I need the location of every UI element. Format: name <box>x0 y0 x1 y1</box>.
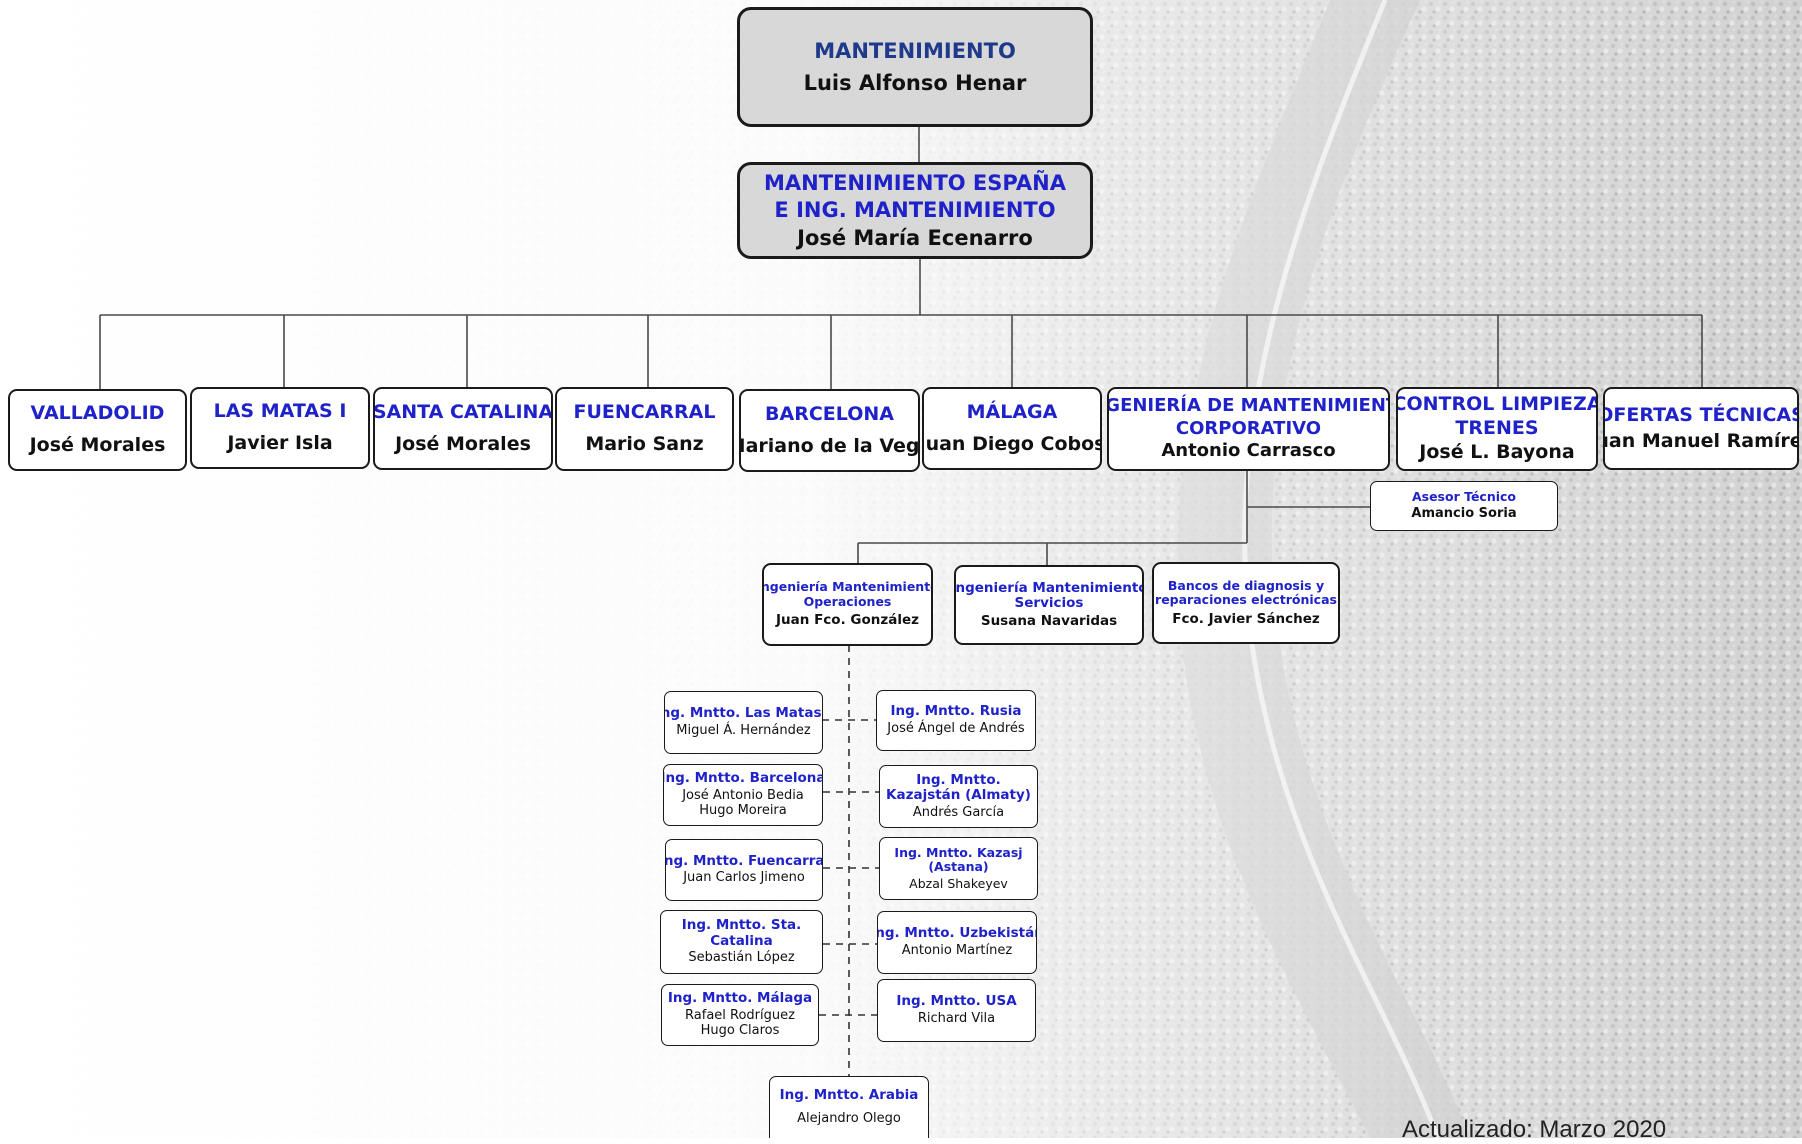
node-person: Abzal Shakeyev <box>909 875 1008 891</box>
node-person: Antonio Carrasco <box>1161 440 1336 462</box>
node-title-line-1: CONTROL LIMPIEZA <box>1396 393 1598 416</box>
node-person: Luis Alfonso Henar <box>803 71 1027 95</box>
node-person: Antonio Martínez <box>901 942 1013 958</box>
node-title: LAS MATAS I <box>213 400 347 423</box>
node-title: SANTA CATALINA <box>373 400 553 423</box>
node-bancos-diagnosis: Bancos de diagnosis y reparaciones elect… <box>1152 562 1340 644</box>
node-ingenieria-mantenimiento-operaciones: Ingeniería Mantenimiento Operaciones Jua… <box>762 563 933 646</box>
node-person: Juan Carlos Jimeno <box>683 870 805 886</box>
node-mantenimiento: MANTENIMIENTO Luis Alfonso Henar <box>737 7 1093 127</box>
node-ing-mntto-usa: Ing. Mntto. USA Richard Vila <box>877 979 1036 1042</box>
node-ingenieria-mantenimiento-corporativo: INGENIERÍA DE MANTENIMIENTO CORPORATIVO … <box>1107 387 1390 471</box>
node-ofertas-tecnicas: OFERTAS TÉCNICAS Juan Manuel Ramírez <box>1603 387 1799 470</box>
node-person: José L. Bayona <box>1419 440 1575 463</box>
node-person: Fco. Javier Sánchez <box>1172 610 1320 627</box>
node-title-line-1: Ing. Mntto. Kazasj <box>894 844 1023 860</box>
node-person: José Antonio Bedia <box>682 787 804 803</box>
node-person: Miguel Á. Hernández <box>676 722 811 738</box>
node-person: Hugo Moreira <box>699 802 787 818</box>
node-person: Amancio Soria <box>1411 505 1517 521</box>
node-title: Ing. Mntto. Rusia <box>890 703 1022 720</box>
node-fuencarral: FUENCARRAL Mario Sanz <box>555 387 734 471</box>
node-ingenieria-mantenimiento-servicios: Ingeniería Mantenimiento Servicios Susan… <box>954 565 1144 645</box>
node-las-matas-i: LAS MATAS I Javier Isla <box>190 387 370 469</box>
node-person: Sebastián López <box>688 950 795 966</box>
node-ing-mntto-fuencarral: Ing. Mntto. Fuencarral Juan Carlos Jimen… <box>665 839 823 901</box>
node-ing-mntto-rusia: Ing. Mntto. Rusia José Ángel de Andrés <box>876 690 1036 751</box>
node-title: Ing. Mntto. Málaga <box>667 990 813 1007</box>
node-title-line-2: E ING. MANTENIMIENTO <box>774 198 1056 223</box>
node-title-line-1: Ing. Mntto. Sta. <box>681 917 802 934</box>
node-title-line-2: Kazajstán (Almaty) <box>886 787 1031 804</box>
node-title: VALLADOLID <box>30 402 165 425</box>
node-title-line-1: INGENIERÍA DE MANTENIMIENTO <box>1107 394 1388 416</box>
node-ing-mntto-sta-catalina: Ing. Mntto. Sta. Catalina Sebastián Lópe… <box>660 910 823 974</box>
node-ing-mntto-las-matas-i: Ing. Mntto. Las Matas I Miguel Á. Hernán… <box>664 691 823 754</box>
node-title: MÁLAGA <box>966 400 1058 423</box>
node-title: Ing. Mntto. USA <box>896 993 1017 1010</box>
node-title-line-1: MANTENIMIENTO ESPAÑA <box>764 171 1066 196</box>
node-title-line-1: Ingeniería Mantenimiento <box>954 579 1144 596</box>
node-title: Ing. Mntto. Las Matas I <box>664 705 823 722</box>
node-title-line-2: CORPORATIVO <box>1175 417 1322 439</box>
node-person: Juan Fco. González <box>776 612 919 629</box>
node-title-line-2: Operaciones <box>803 593 892 609</box>
node-title-line-2: reparaciones electrónicas <box>1155 592 1337 608</box>
node-person: Susana Navaridas <box>980 612 1118 629</box>
node-title-line-1: Ing. Mntto. <box>916 771 1001 788</box>
node-person: Alejandro Olego <box>797 1110 901 1126</box>
node-ing-mntto-uzbekistan: Ing. Mntto. Uzbekistán Antonio Martínez <box>877 911 1037 974</box>
node-title: MANTENIMIENTO <box>814 38 1016 63</box>
node-santa-catalina: SANTA CATALINA José Morales <box>373 387 553 470</box>
node-person: Mariano de la Vega <box>741 434 920 457</box>
node-person: Juan Manuel Ramírez <box>1605 429 1797 452</box>
node-title: Ing. Mntto. Uzbekistán <box>877 925 1037 942</box>
node-person: Javier Isla <box>227 432 333 454</box>
node-control-limpieza-trenes: CONTROL LIMPIEZA TRENES José L. Bayona <box>1396 387 1598 471</box>
node-person: José Morales <box>395 432 531 455</box>
node-asesor-tecnico: Asesor Técnico Amancio Soria <box>1370 481 1558 531</box>
node-person: Juan Diego Cobos <box>922 432 1102 455</box>
node-valladolid: VALLADOLID José Morales <box>8 389 187 471</box>
node-ing-mntto-kazasj-astana: Ing. Mntto. Kazasj (Astana) Abzal Shakey… <box>879 837 1038 900</box>
node-mantenimiento-espana: MANTENIMIENTO ESPAÑA E ING. MANTENIMIENT… <box>737 162 1093 259</box>
node-title: FUENCARRAL <box>573 401 716 424</box>
node-barcelona: BARCELONA Mariano de la Vega <box>739 389 920 472</box>
node-title-line-2: (Astana) <box>928 859 989 875</box>
node-title-line-2: Catalina <box>710 932 773 949</box>
node-title: BARCELONA <box>765 402 894 425</box>
node-title: Ing. Mntto. Arabia <box>779 1087 919 1104</box>
node-title-line-1: Bancos de diagnosis y <box>1167 577 1325 593</box>
node-person: Richard Vila <box>917 1010 996 1026</box>
node-ing-mntto-barcelona: Ing. Mntto. Barcelona José Antonio Bedia… <box>663 764 823 826</box>
node-title-line-2: TRENES <box>1455 417 1539 440</box>
node-ing-mntto-malaga: Ing. Mntto. Málaga Rafael Rodríguez Hugo… <box>661 984 819 1046</box>
footer-updated-date: Actualizado: Marzo 2020 <box>1402 1116 1667 1143</box>
node-person: José Morales <box>29 434 166 456</box>
node-title: Asesor Técnico <box>1411 489 1517 505</box>
node-person: Andrés García <box>912 804 1005 820</box>
node-malaga: MÁLAGA Juan Diego Cobos <box>922 387 1102 470</box>
node-person: Mario Sanz <box>585 433 704 455</box>
node-person: Rafael Rodríguez <box>685 1007 795 1023</box>
node-ing-mntto-arabia: Ing. Mntto. Arabia Alejandro Olego <box>769 1076 929 1138</box>
node-title-line-2: Servicios <box>1014 595 1084 612</box>
node-ing-mntto-kazajstan-almaty: Ing. Mntto. Kazajstán (Almaty) Andrés Ga… <box>879 765 1038 828</box>
node-person: José María Ecenarro <box>797 225 1033 250</box>
node-title: OFERTAS TÉCNICAS <box>1603 403 1799 426</box>
node-title-line-1: Ingeniería Mantenimiento <box>762 579 933 595</box>
node-person: José Ángel de Andrés <box>887 720 1025 736</box>
node-person: Hugo Claros <box>700 1022 780 1038</box>
node-title: Ing. Mntto. Barcelona <box>663 770 823 787</box>
node-title: Ing. Mntto. Fuencarral <box>665 852 823 869</box>
